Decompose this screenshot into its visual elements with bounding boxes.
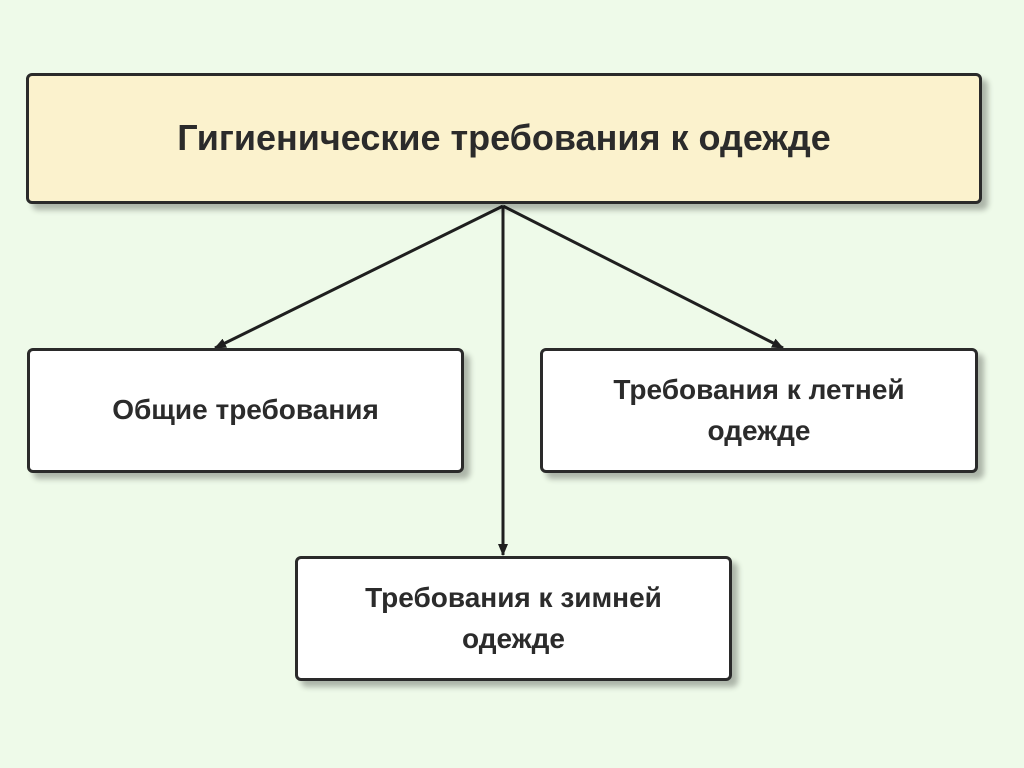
node-winter-requirements: Требования к зимней одежде [295,556,732,681]
node-winter-label: Требования к зимней одежде [365,581,662,654]
node-general-label: Общие требования [112,394,379,426]
arrow-to-summer [502,204,784,350]
root-node-label: Гигиенические требования к одежде [177,117,831,159]
node-general-requirements: Общие требования [27,348,464,473]
arrow-to-general [214,204,504,350]
node-summer-label: Требования к летней одежде [613,373,905,446]
node-summer-requirements: Требования к летней одежде [540,348,978,473]
root-node: Гигиенические требования к одежде [26,73,982,204]
